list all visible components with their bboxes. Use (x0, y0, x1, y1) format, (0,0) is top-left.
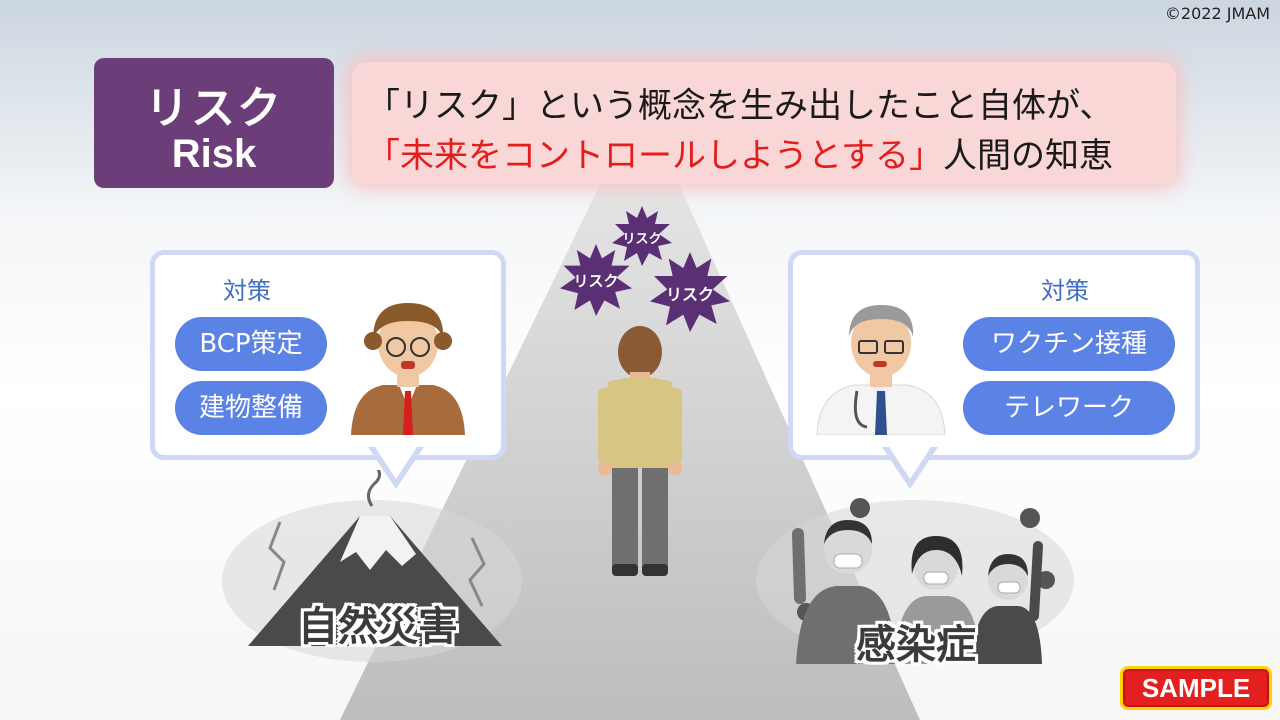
volcano-illustration (248, 470, 502, 646)
pill-vaccination: ワクチン接種 (963, 317, 1175, 371)
pill-building: 建物整備 (175, 381, 327, 435)
headline-line-2-rest: 人間の知恵 (942, 136, 1113, 176)
panel-caption: 対策 (223, 277, 271, 305)
doctor-illustration (816, 305, 946, 435)
burst-icon (560, 244, 632, 316)
title-badge: リスク Risk (94, 58, 334, 188)
headline-line-2: 「未来をコントロールしようとする」人間の知恵 (366, 128, 1113, 177)
headline-line-1: 「リスク」という概念を生み出したこと自体が、 (366, 86, 1114, 126)
headline-box: 「リスク」という概念を生み出したこと自体が、 「未来をコントロールしようとする」… (352, 62, 1176, 184)
infection-label: 感染症 (856, 622, 976, 668)
risk-burst-label: リスク (622, 232, 662, 247)
pill-telework: テレワーク (963, 381, 1175, 435)
businessman-illustration (351, 303, 465, 435)
burst-icon (650, 252, 730, 332)
headline-emphasis: 「未来をコントロールしようとする」 (366, 136, 943, 176)
risk-burst-label: リスク (665, 285, 714, 304)
panel-caption: 対策 (1041, 277, 1089, 305)
countermeasure-panel-disaster: 対策 BCP策定 建物整備 (150, 250, 506, 460)
risk-burst-right: リスク (650, 252, 730, 332)
disaster-label: 自然災害 (298, 604, 458, 650)
title-en: Risk (171, 132, 257, 176)
burst-icon (612, 206, 672, 266)
panel-tail-inner (889, 447, 931, 479)
walking-person-illustration (598, 326, 682, 576)
crowd-illustration (792, 498, 1055, 664)
copyright: ©2022 JMAM (1164, 4, 1270, 23)
countermeasure-panel-infection: 対策 ワクチン接種 テレワーク (788, 250, 1200, 460)
title-jp: リスク (145, 83, 283, 134)
risk-burst-label: リスク (573, 272, 619, 290)
risk-burst-left: リスク (560, 244, 632, 316)
pill-bcp: BCP策定 (175, 317, 327, 371)
sample-watermark: SAMPLE (1120, 666, 1272, 710)
panel-tail-inner (375, 447, 417, 479)
risk-burst-top: リスク (612, 206, 672, 266)
